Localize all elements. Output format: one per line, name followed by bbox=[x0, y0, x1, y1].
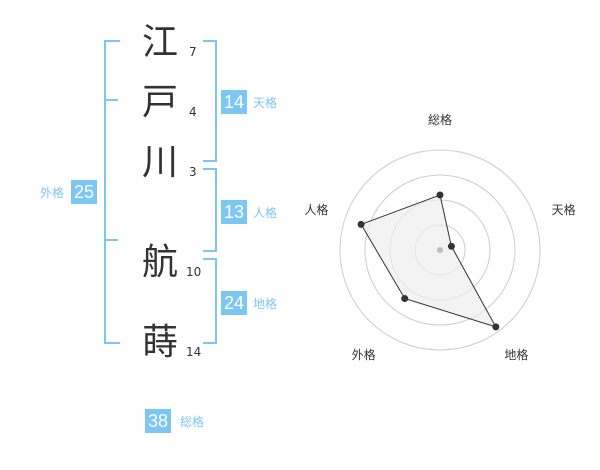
chikaku-bracket bbox=[203, 258, 217, 344]
name-char-1: 江 bbox=[142, 22, 179, 63]
name-char-2: 戸 bbox=[142, 82, 179, 123]
gaikaku-bracket-tick-2 bbox=[104, 239, 118, 241]
radar-center-dot bbox=[437, 247, 443, 253]
stroke-count-4: 10 bbox=[186, 265, 202, 279]
stroke-count-1: 7 bbox=[189, 45, 197, 59]
radar-point bbox=[492, 323, 500, 331]
radar-ring bbox=[339, 149, 541, 351]
radar-axis-label: 総格 bbox=[428, 112, 452, 127]
radar-point bbox=[357, 220, 365, 228]
gaikaku-bracket-tick-1 bbox=[104, 99, 118, 101]
soukaku-label: 総格 bbox=[180, 415, 205, 429]
name-char-5: 蒔 bbox=[142, 322, 179, 363]
stroke-count-2: 4 bbox=[189, 105, 197, 119]
radar-polygon bbox=[360, 194, 497, 328]
radar-axis-label: 地格 bbox=[504, 347, 528, 362]
jinkaku-value-badge: 13 bbox=[221, 200, 248, 224]
soukaku-value-badge: 38 bbox=[145, 409, 172, 433]
radar-point bbox=[436, 191, 444, 199]
gaikaku-bracket bbox=[104, 40, 120, 344]
radar-point bbox=[447, 242, 455, 250]
radar-point bbox=[401, 295, 409, 303]
radar-axis-label: 天格 bbox=[552, 202, 576, 217]
gaikaku-value-badge: 25 bbox=[71, 180, 98, 204]
radar-axis-label: 外格 bbox=[352, 347, 376, 362]
chikaku-value-badge: 24 bbox=[221, 291, 248, 315]
jinkaku-label: 人格 bbox=[253, 206, 278, 220]
gaikaku-label: 外格 bbox=[40, 186, 65, 200]
name-char-3: 川 bbox=[142, 142, 179, 183]
radar-ring bbox=[364, 174, 516, 326]
tenkaku-label: 天格 bbox=[253, 96, 278, 110]
radar-axis-label: 人格 bbox=[304, 202, 328, 217]
tenkaku-value-badge: 14 bbox=[221, 90, 248, 114]
jinkaku-bracket bbox=[203, 168, 217, 252]
stroke-count-3: 3 bbox=[189, 165, 197, 179]
tenkaku-bracket bbox=[203, 40, 217, 162]
name-char-4: 航 bbox=[142, 242, 179, 283]
stroke-count-5: 14 bbox=[186, 345, 202, 359]
chikaku-label: 地格 bbox=[253, 297, 278, 311]
